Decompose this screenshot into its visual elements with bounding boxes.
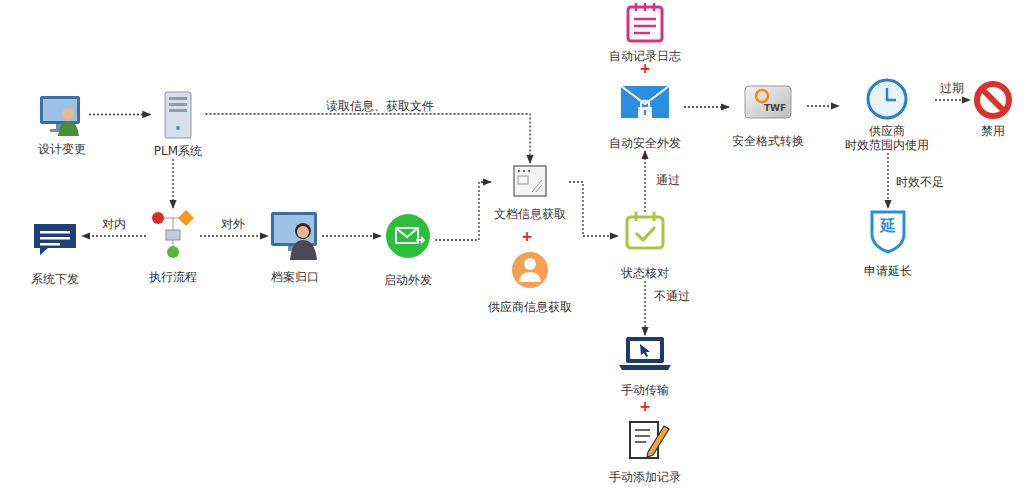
icon-node: 自动记录日志 (606, 3, 684, 64)
node-label: 禁用 (981, 124, 1005, 138)
clock-icon (868, 80, 906, 118)
secure-mail-icon (621, 86, 669, 118)
dotted-arrow (89, 114, 151, 115)
edge-label: 读取信息、获取文件 (324, 99, 436, 113)
icon-node: 系统下发 (28, 220, 82, 287)
node-label: 申请延长 (864, 264, 912, 278)
icon-node: 档案归口 (268, 208, 322, 285)
plus-sign: + (639, 61, 651, 75)
node-label: 手动传输 (621, 383, 669, 397)
icon-node: 禁用 (970, 82, 1016, 139)
send-icon (386, 214, 430, 258)
dotted-arrow (200, 235, 268, 236)
flowchart-icon (152, 210, 194, 258)
dotted-arrow (807, 105, 839, 106)
document-info-icon (514, 166, 546, 196)
node-label: 文档信息获取 (494, 207, 566, 221)
format-convert-icon (745, 86, 791, 118)
dotted-arrow (644, 151, 645, 212)
icon-text: TWF (729, 103, 807, 113)
edge-label: 通过 (654, 173, 682, 187)
icon-node: 启动外发 (381, 213, 435, 288)
icon-node: 延申请延长 (861, 208, 915, 279)
edge-label: 对外 (219, 217, 247, 231)
dotted-arrow (644, 281, 645, 335)
user-monitor-icon (271, 212, 317, 260)
node-label: 执行流程 (149, 270, 197, 284)
node-label: 启动外发 (384, 273, 432, 287)
icon-node: TWF 安全格式转换 (729, 84, 807, 149)
dotted-arrow (172, 159, 173, 208)
icon-node: 手动传输 (616, 335, 674, 398)
icon-node: 供应商信息获取 (485, 250, 575, 315)
log-icon (628, 3, 662, 41)
icon-node: 供应商 时效范围内使用 (839, 78, 935, 153)
node-label: 自动安全外发 (609, 136, 681, 150)
forbidden-icon (977, 84, 1009, 116)
node-label: 系统下发 (31, 272, 79, 286)
icon-node: 状态核对 (618, 212, 672, 281)
icon-node: 文档信息获取 (491, 163, 569, 222)
icon-node: PLM系统 (151, 90, 206, 159)
dotted-arrow (435, 182, 491, 240)
plus-sign: + (639, 399, 651, 413)
dotted-arrow (887, 153, 888, 208)
node-label: PLM系统 (154, 144, 202, 158)
edge-label: 不通过 (652, 289, 692, 303)
icon-node: 执行流程 (146, 208, 200, 285)
dotted-arrow (935, 99, 970, 100)
plus-sign: + (521, 229, 533, 243)
node-label: 供应商信息获取 (488, 300, 572, 314)
icon-node: 手动添加记录 (606, 420, 684, 485)
node-label: 手动添加记录 (609, 470, 681, 484)
node-label: 状态核对 (621, 266, 669, 280)
edge-label: 时效不足 (894, 175, 946, 189)
icon-text: 延 (861, 217, 915, 235)
edge-label: 过期 (938, 81, 966, 95)
node-label: 供应商 时效范围内使用 (842, 124, 932, 152)
chat-bubble-icon (34, 224, 76, 255)
dotted-arrow (82, 235, 146, 236)
node-label: 设计变更 (38, 142, 86, 156)
edge-label: 对内 (100, 217, 128, 231)
dotted-arrow (569, 182, 618, 236)
icon-node: 设计变更 (35, 93, 89, 157)
status-check-icon (627, 212, 663, 248)
manual-record-icon (630, 422, 669, 458)
node-label: 安全格式转换 (732, 134, 804, 148)
dotted-arrow (322, 235, 381, 236)
user-monitor-icon (40, 96, 80, 136)
icon-node: 自动安全外发 (606, 84, 684, 151)
dotted-arrow (206, 114, 531, 163)
supplier-icon (512, 252, 548, 288)
server-icon (165, 92, 191, 138)
dotted-arrow (684, 106, 729, 107)
laptop-icon (619, 337, 671, 370)
node-label: 档案归口 (271, 270, 319, 284)
